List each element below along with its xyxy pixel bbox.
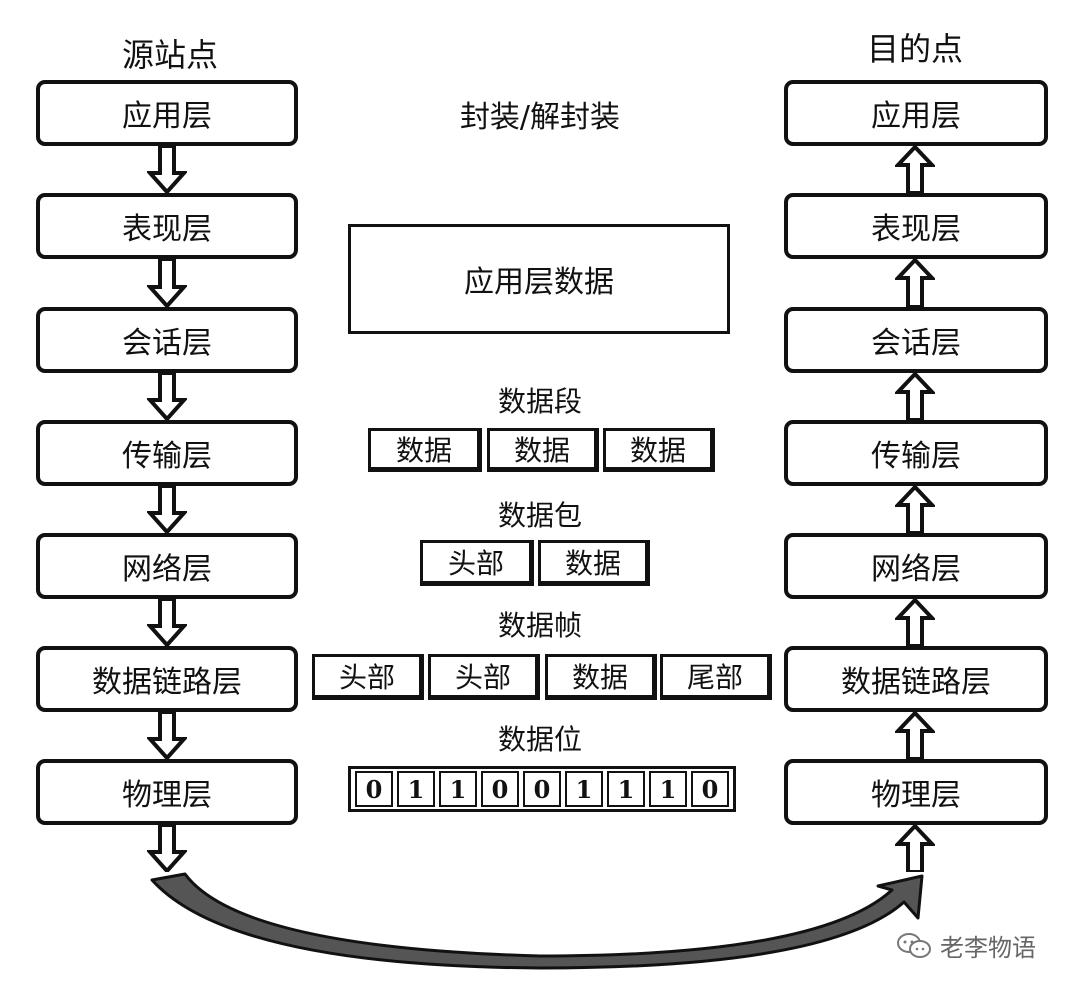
bits-label: 数据位 — [497, 723, 582, 756]
down-arrow-icon — [147, 259, 187, 307]
segment-label: 数据段 — [497, 385, 582, 418]
packet-header-cell: 头部 — [420, 540, 534, 586]
watermark: 老李物语 — [896, 928, 1036, 963]
source-layer-session: 会话层 — [36, 307, 298, 373]
dest-layer-transport: 传输层 — [784, 420, 1048, 486]
bit-cell: 1 — [439, 771, 477, 807]
up-arrow-icon — [895, 825, 935, 872]
bit-cell: 1 — [607, 771, 645, 807]
up-arrow-icon — [895, 599, 935, 646]
bit-cell: 1 — [565, 771, 603, 807]
bit-cell: 1 — [649, 771, 687, 807]
source-layer-physical: 物理层 — [36, 759, 298, 825]
source-title: 源站点 — [121, 36, 218, 74]
down-arrow-icon — [147, 486, 187, 533]
process-label: 封装/解封装 — [459, 100, 621, 135]
dest-layer-application: 应用层 — [784, 80, 1048, 146]
down-arrow-icon — [147, 373, 187, 420]
bit-cell: 0 — [691, 771, 729, 807]
chat-bubble-icon — [897, 932, 931, 958]
bit-cell: 0 — [523, 771, 561, 807]
dest-layer-datalink: 数据链路层 — [784, 646, 1048, 712]
dest-layer-presentation: 表现层 — [784, 193, 1048, 259]
bit-cell: 0 — [355, 771, 393, 807]
bit-row: 0 1 1 0 0 1 1 1 0 — [348, 766, 736, 812]
source-layer-application: 应用层 — [36, 80, 298, 146]
destination-title: 目的点 — [866, 30, 963, 68]
up-arrow-icon — [895, 486, 935, 533]
dest-layer-network: 网络层 — [784, 533, 1048, 599]
down-arrow-icon — [147, 712, 187, 759]
up-arrow-icon — [895, 712, 935, 759]
watermark-text: 老李物语 — [940, 934, 1036, 962]
down-arrow-icon — [147, 599, 187, 646]
frame-header-cell: 头部 — [428, 654, 540, 700]
dest-layer-session: 会话层 — [784, 307, 1048, 373]
bit-cell: 0 — [481, 771, 519, 807]
segment-data-cell: 数据 — [487, 428, 599, 472]
down-arrow-icon — [147, 825, 187, 872]
segment-data-cell: 数据 — [368, 428, 482, 472]
packet-label: 数据包 — [497, 499, 582, 532]
up-arrow-icon — [895, 146, 935, 193]
segment-data-cell: 数据 — [603, 428, 715, 472]
source-layer-network: 网络层 — [36, 533, 298, 599]
application-data-box: 应用层数据 — [348, 224, 730, 334]
bit-cell: 1 — [397, 771, 435, 807]
up-arrow-icon — [895, 373, 935, 420]
source-layer-presentation: 表现层 — [36, 193, 298, 259]
frame-trailer-cell: 尾部 — [660, 654, 772, 700]
up-arrow-icon — [895, 259, 935, 307]
frame-data-cell: 数据 — [545, 654, 657, 700]
dest-layer-physical: 物理层 — [784, 759, 1048, 825]
frame-label: 数据帧 — [497, 609, 582, 642]
transmission-curve-arrow — [150, 872, 924, 970]
frame-header-cell: 头部 — [312, 654, 424, 700]
down-arrow-icon — [147, 146, 187, 193]
source-layer-datalink: 数据链路层 — [36, 646, 298, 712]
source-layer-transport: 传输层 — [36, 420, 298, 486]
packet-data-cell: 数据 — [538, 540, 650, 586]
